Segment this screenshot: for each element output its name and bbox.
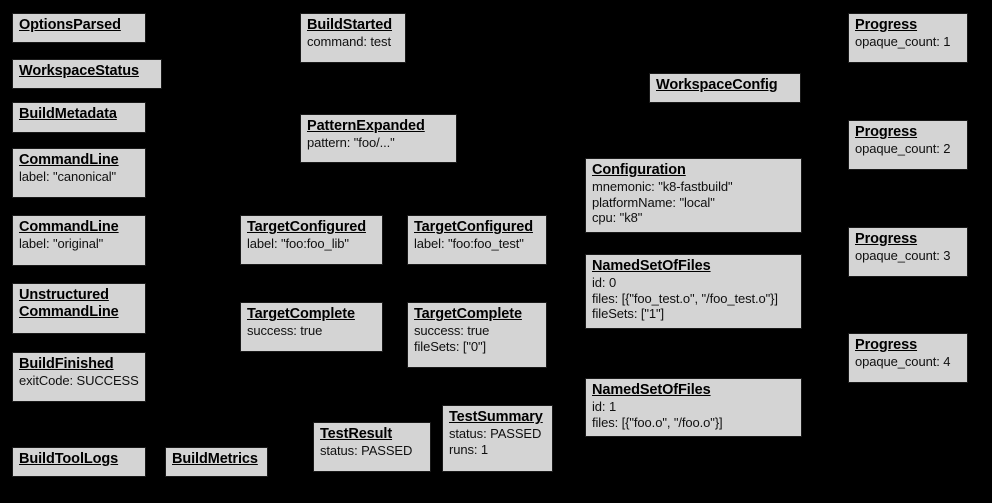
node-field: fileSets: ["0"]	[414, 338, 487, 354]
node-field: label: "foo:foo_test"	[414, 236, 524, 251]
node-title: WorkspaceStatus	[19, 63, 139, 79]
node-field: opaque_count: 1	[855, 34, 951, 49]
node-title: WorkspaceConfig	[656, 77, 778, 93]
node-field: exitCode: SUCCESS	[19, 373, 139, 388]
node-workspace-config[interactable]: WorkspaceConfig	[649, 73, 801, 103]
node-title: BuildMetrics	[172, 451, 258, 467]
node-title: TestResult	[320, 426, 393, 442]
node-build-tool-logs[interactable]: BuildToolLogs	[12, 447, 146, 477]
node-field: files: [{"foo_test.o", "/foo_test.o"}]	[592, 290, 778, 306]
node-title: NamedSetOfFiles	[592, 258, 711, 274]
node-build-metrics[interactable]: BuildMetrics	[165, 447, 268, 477]
node-title: Progress	[855, 17, 918, 33]
node-field: status: PASSED	[320, 443, 413, 458]
node-title: TargetConfigured	[247, 219, 366, 235]
node-title: CommandLine	[19, 219, 119, 235]
node-title: TargetComplete	[247, 306, 355, 322]
node-title: Configuration	[592, 162, 686, 178]
node-field: id: 0	[592, 275, 617, 290]
node-build-metadata[interactable]: BuildMetadata	[12, 102, 146, 133]
node-title: TestSummary	[449, 409, 543, 425]
node-field: mnemonic: "k8-fastbuild"	[592, 179, 733, 194]
node-field: success: true	[247, 323, 323, 338]
node-field: id: 1	[592, 399, 617, 414]
node-field: success: true	[414, 323, 490, 338]
node-title: Progress	[855, 124, 918, 140]
node-title: BuildMetadata	[19, 106, 117, 122]
node-field: opaque_count: 2	[855, 141, 951, 156]
node-field: platformName: "local"	[592, 194, 715, 210]
node-field: label: "canonical"	[19, 169, 117, 184]
node-title: Progress	[855, 231, 918, 247]
node-field: fileSets: ["1"]	[592, 306, 665, 321]
node-workspace-status[interactable]: WorkspaceStatus	[12, 59, 162, 89]
node-title: BuildFinished	[19, 356, 114, 372]
node-title: NamedSetOfFiles	[592, 382, 711, 398]
node-field: opaque_count: 3	[855, 248, 951, 263]
node-field: opaque_count: 4	[855, 354, 951, 369]
node-field: files: [{"foo.o", "/foo.o"}]	[592, 414, 723, 430]
node-options-parsed[interactable]: OptionsParsed	[12, 13, 146, 43]
node-field: runs: 1	[449, 441, 489, 457]
node-field: status: PASSED	[449, 426, 542, 441]
node-title: Unstructured CommandLine	[19, 287, 119, 320]
node-field: label: "foo:foo_lib"	[247, 236, 349, 251]
node-field: cpu: "k8"	[592, 210, 643, 225]
node-title: OptionsParsed	[19, 17, 121, 33]
node-title: BuildToolLogs	[19, 451, 119, 467]
node-unstructured-command-line[interactable]: Unstructured CommandLine	[12, 283, 146, 334]
node-title: Progress	[855, 337, 918, 353]
node-title: TargetConfigured	[414, 219, 533, 235]
node-field: label: "original"	[19, 236, 104, 251]
node-field: pattern: "foo/..."	[307, 135, 395, 150]
node-title: PatternExpanded	[307, 118, 425, 134]
node-title: CommandLine	[19, 152, 119, 168]
node-title: BuildStarted	[307, 17, 393, 33]
node-field: command: test	[307, 34, 391, 49]
node-title: TargetComplete	[414, 306, 522, 322]
